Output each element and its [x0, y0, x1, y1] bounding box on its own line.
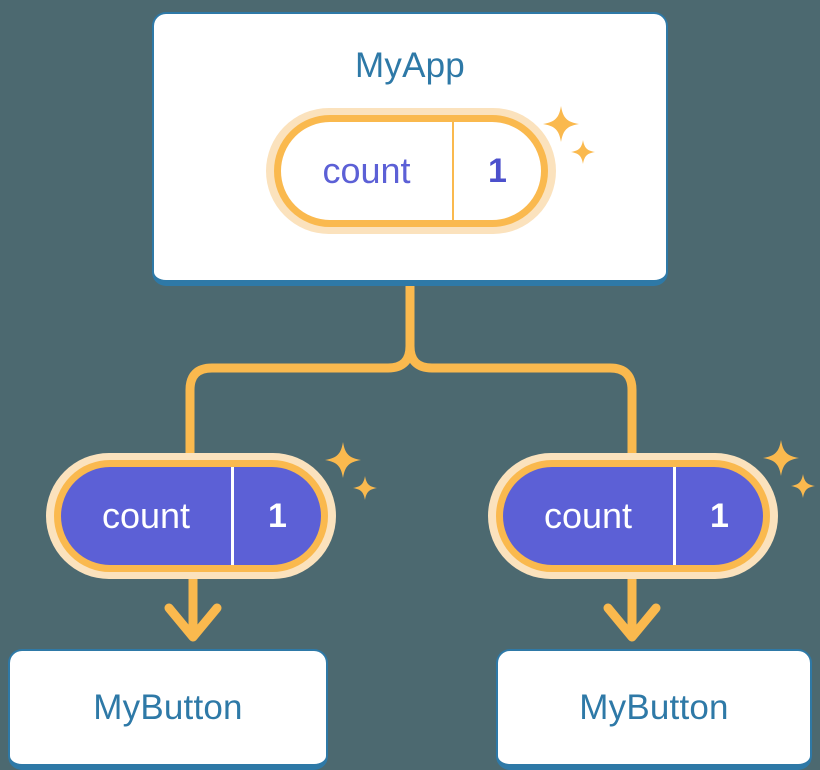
state-pill-value: 1 — [488, 151, 507, 190]
state-pill-key: count — [281, 122, 454, 220]
split-connector-right — [405, 341, 637, 458]
component-card-label: MyButton — [93, 688, 243, 727]
state-pill-myapp[interactable]: count 1 — [274, 115, 548, 227]
state-pill-value: 1 — [268, 496, 287, 535]
component-card-mybutton-right[interactable]: MyButton — [496, 649, 812, 770]
state-pill-value: 1 — [710, 496, 729, 535]
state-pill-left[interactable]: count 1 — [54, 460, 328, 572]
split-connector-left — [185, 341, 415, 458]
state-pill-key: count — [503, 467, 676, 565]
component-card-label: MyButton — [579, 688, 729, 727]
component-card-mybutton-left[interactable]: MyButton — [8, 649, 328, 770]
page-title: MyApp — [355, 46, 465, 85]
right-arrow-head-icon — [603, 603, 661, 642]
state-pill-right[interactable]: count 1 — [496, 460, 770, 572]
left-arrow-head-icon — [164, 603, 222, 642]
state-pill-key: count — [61, 467, 234, 565]
